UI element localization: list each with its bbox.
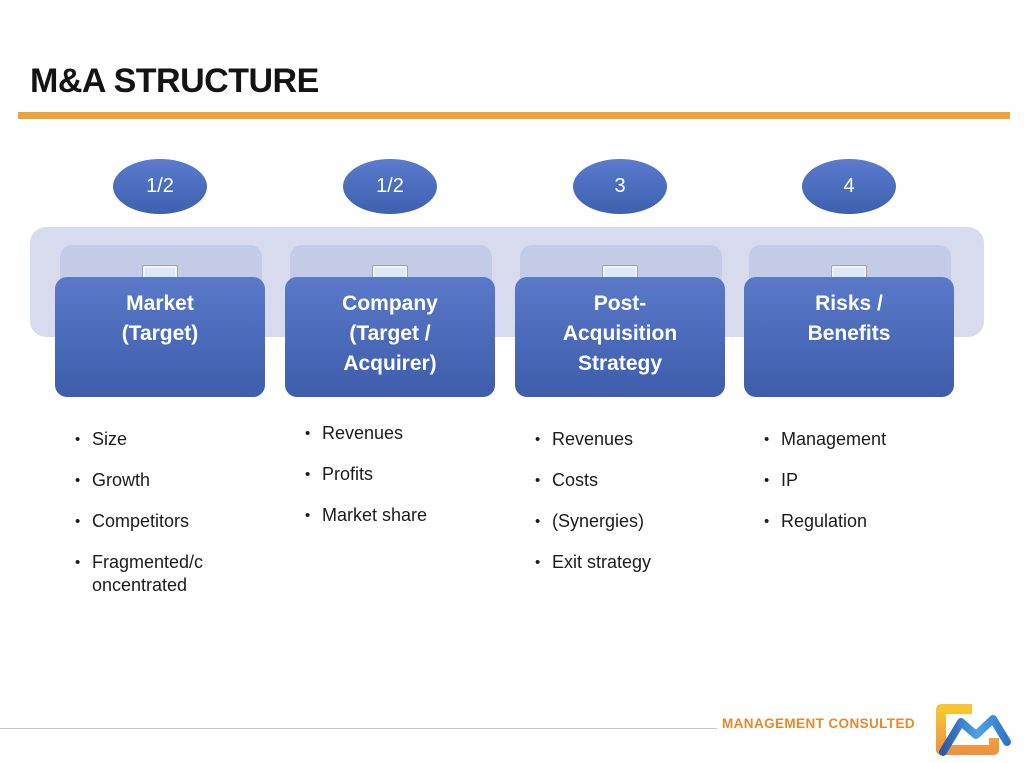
bullet-list: •Revenues •Profits •Market share xyxy=(305,422,497,545)
step-badge: 1/2 xyxy=(113,159,207,214)
list-item: •IP xyxy=(764,470,799,490)
bullet-dot: • xyxy=(535,513,541,530)
card: Market (Target) xyxy=(55,277,265,397)
step-badge: 3 xyxy=(573,159,667,214)
bullet-dot: • xyxy=(75,554,81,571)
brand-wordmark: MANAGEMENT CONSULTED xyxy=(722,716,915,731)
column-post-acquisition: 3 Post- Acquisition Strategy •Revenues •… xyxy=(515,159,725,699)
list-item: •Regulation xyxy=(764,511,868,531)
title-rule xyxy=(18,112,1010,119)
bullet-dot: • xyxy=(535,431,541,448)
footer-divider xyxy=(0,728,717,729)
list-item: •Exit strategy xyxy=(535,552,652,572)
bullet-dot: • xyxy=(764,472,770,489)
bullet-dot: • xyxy=(535,554,541,571)
bullet-dot: • xyxy=(535,472,541,489)
bullet-list: •Revenues •Costs •(Synergies) •Exit stra… xyxy=(535,428,727,592)
list-item: •Growth xyxy=(75,470,151,490)
card-title: Company (Target / Acquirer) xyxy=(342,292,438,375)
card: Company (Target / Acquirer) xyxy=(285,277,495,397)
card-title: Risks / Benefits xyxy=(807,292,891,345)
brand-logo-icon xyxy=(928,701,1012,759)
list-item: •Fragmented/c oncentrated xyxy=(75,552,204,595)
list-item: •Management xyxy=(764,429,887,449)
bullet-dot: • xyxy=(75,431,81,448)
page-title: M&A STRUCTURE xyxy=(30,62,319,100)
list-item: •Costs xyxy=(535,470,599,490)
card: Risks / Benefits xyxy=(744,277,954,397)
list-item: •Competitors xyxy=(75,511,190,531)
list-item: •Market share xyxy=(305,505,428,525)
bullet-dot: • xyxy=(305,507,311,524)
bullet-dot: • xyxy=(305,425,311,442)
list-item: •Revenues xyxy=(535,429,634,449)
column-market: 1/2 Market (Target) •Size •Growth •Compe… xyxy=(55,159,265,699)
card: Post- Acquisition Strategy xyxy=(515,277,725,397)
column-company: 1/2 Company (Target / Acquirer) •Revenue… xyxy=(285,159,495,699)
step-badge: 4 xyxy=(802,159,896,214)
bullet-dot: • xyxy=(305,466,311,483)
step-badge: 1/2 xyxy=(343,159,437,214)
list-item: •Profits xyxy=(305,464,374,484)
bullet-dot: • xyxy=(75,513,81,530)
card-title: Post- Acquisition Strategy xyxy=(562,292,678,375)
bullet-dot: • xyxy=(764,431,770,448)
list-item: •Size xyxy=(75,429,128,449)
column-risks-benefits: 4 Risks / Benefits •Management •IP •Regu… xyxy=(744,159,954,699)
bullet-dot: • xyxy=(764,513,770,530)
bullet-list: •Size •Growth •Competitors •Fragmented/c… xyxy=(75,428,267,615)
list-item: •Revenues xyxy=(305,423,404,443)
bullet-list: •Management •IP •Regulation xyxy=(764,428,956,551)
bullet-dot: • xyxy=(75,472,81,489)
list-item: •(Synergies) xyxy=(535,511,645,531)
card-title: Market (Target) xyxy=(121,292,199,345)
